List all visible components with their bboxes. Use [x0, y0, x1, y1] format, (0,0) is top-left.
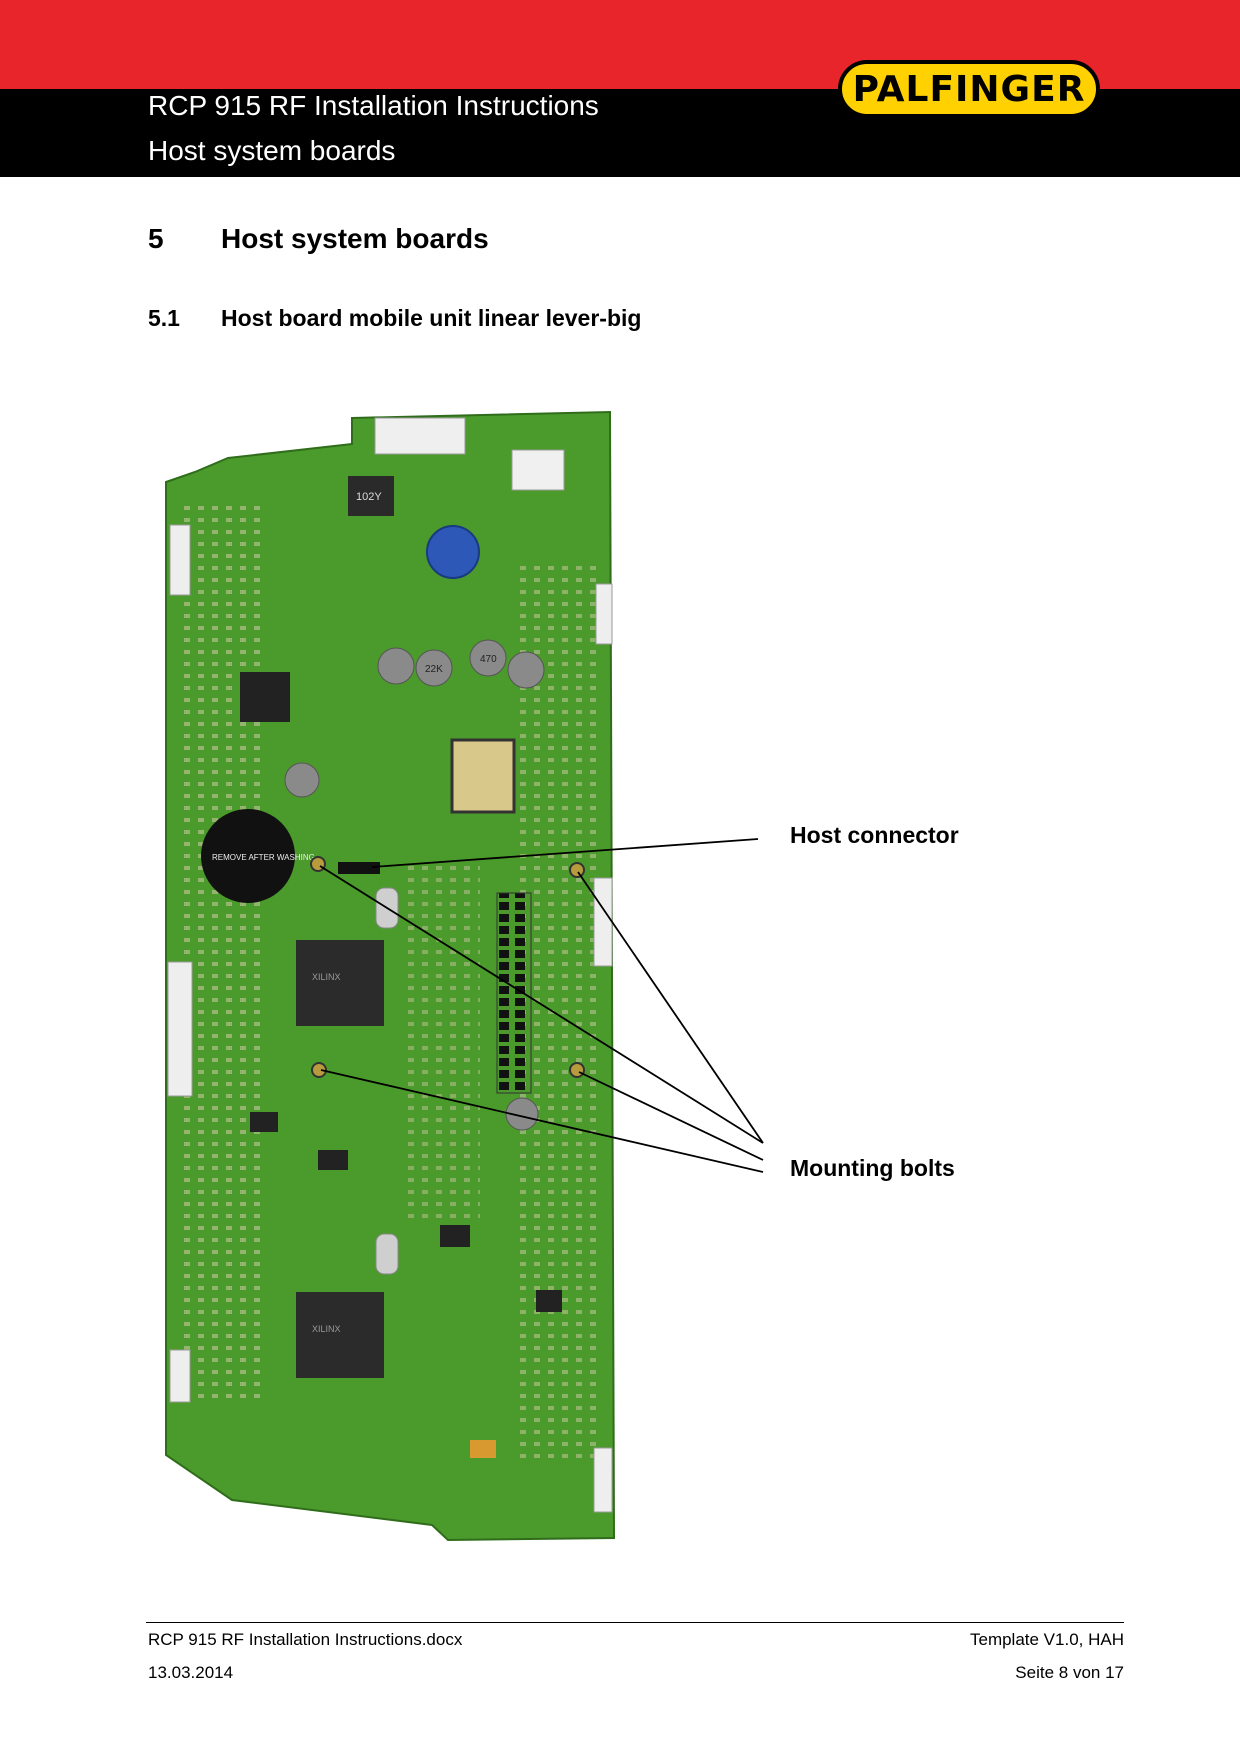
- cap-3: [469, 639, 507, 677]
- ic-c: [440, 1225, 470, 1247]
- cap-4: [507, 651, 545, 689]
- line-bolt-br: [578, 1071, 764, 1161]
- pad-area-left: [180, 500, 260, 1400]
- mounting-hole-top-left: [310, 856, 326, 872]
- right-connector-mid: [593, 877, 613, 967]
- callout-lines: [319, 838, 764, 1173]
- section-heading: Host system boards: [221, 223, 489, 254]
- subsection-number: 5.1: [148, 305, 180, 331]
- header-section-title: Host system boards: [148, 135, 396, 166]
- transformer: [450, 738, 516, 814]
- blue-capacitor: [426, 525, 480, 579]
- left-connector-mid: [167, 961, 193, 1097]
- mounting-hole-bottom-right: [569, 1062, 585, 1078]
- palfinger-logo: PALFINGER: [838, 60, 1100, 118]
- callout-mounting-bolts: Mounting bolts: [790, 1155, 955, 1181]
- fpga-chip-1: [296, 940, 384, 1026]
- ic-e: [470, 1440, 496, 1458]
- left-connector-top: [169, 524, 191, 596]
- pad-area-right: [520, 560, 600, 1460]
- battery-label: REMOVE AFTER WASHING: [212, 853, 315, 862]
- mounting-hole-bottom-left: [311, 1062, 327, 1078]
- pin-header: [496, 892, 532, 1094]
- line-bolt-tr: [577, 871, 764, 1144]
- inductor-label: 102Y: [356, 491, 382, 503]
- chip-1-label: XILINX: [312, 972, 341, 982]
- right-connector-top: [595, 583, 613, 645]
- inductor-102y: [348, 476, 394, 516]
- top-right-connector: [511, 449, 565, 491]
- cap-6: [505, 1097, 539, 1131]
- crystal-2: [375, 1233, 399, 1275]
- cap-2: [415, 649, 453, 687]
- fpga-chip-2: [296, 1292, 384, 1378]
- host-connector: [338, 862, 380, 874]
- line-bolt-bl: [320, 1069, 764, 1173]
- cap-1: [377, 647, 415, 685]
- ic-b: [318, 1150, 348, 1170]
- left-connector-bottom: [169, 1349, 191, 1403]
- cap-470-label: 470: [480, 654, 497, 665]
- chip-2-label: XILINX: [312, 1324, 341, 1334]
- footer-template: Template V1.0, HAH: [969, 1630, 1124, 1649]
- top-connector: [374, 417, 466, 455]
- ic-a: [250, 1112, 278, 1132]
- mounting-hole-top-right: [569, 862, 585, 878]
- power-inductor: [240, 672, 290, 722]
- right-connector-bottom: [593, 1447, 613, 1513]
- line-bolt-tl: [319, 865, 764, 1144]
- footer-filename: RCP 915 RF Installation Instructions.doc…: [148, 1630, 463, 1649]
- cap-5: [284, 762, 320, 798]
- callout-host-connector: Host connector: [790, 822, 959, 848]
- section-number: 5: [148, 223, 164, 254]
- line-host-connector: [371, 838, 759, 868]
- header-document-title: RCP 915 RF Installation Instructions: [148, 90, 599, 121]
- cap-22k-label: 22K: [425, 664, 443, 675]
- coin-battery: [201, 809, 295, 903]
- footer-rule: [146, 1622, 1124, 1623]
- footer-page-number: Seite 8 von 17: [1015, 1663, 1124, 1682]
- ic-d: [536, 1290, 562, 1312]
- footer-date: 13.03.2014: [148, 1663, 234, 1682]
- pad-area-center: [400, 860, 480, 1220]
- subsection-heading: Host board mobile unit linear lever-big: [221, 305, 642, 331]
